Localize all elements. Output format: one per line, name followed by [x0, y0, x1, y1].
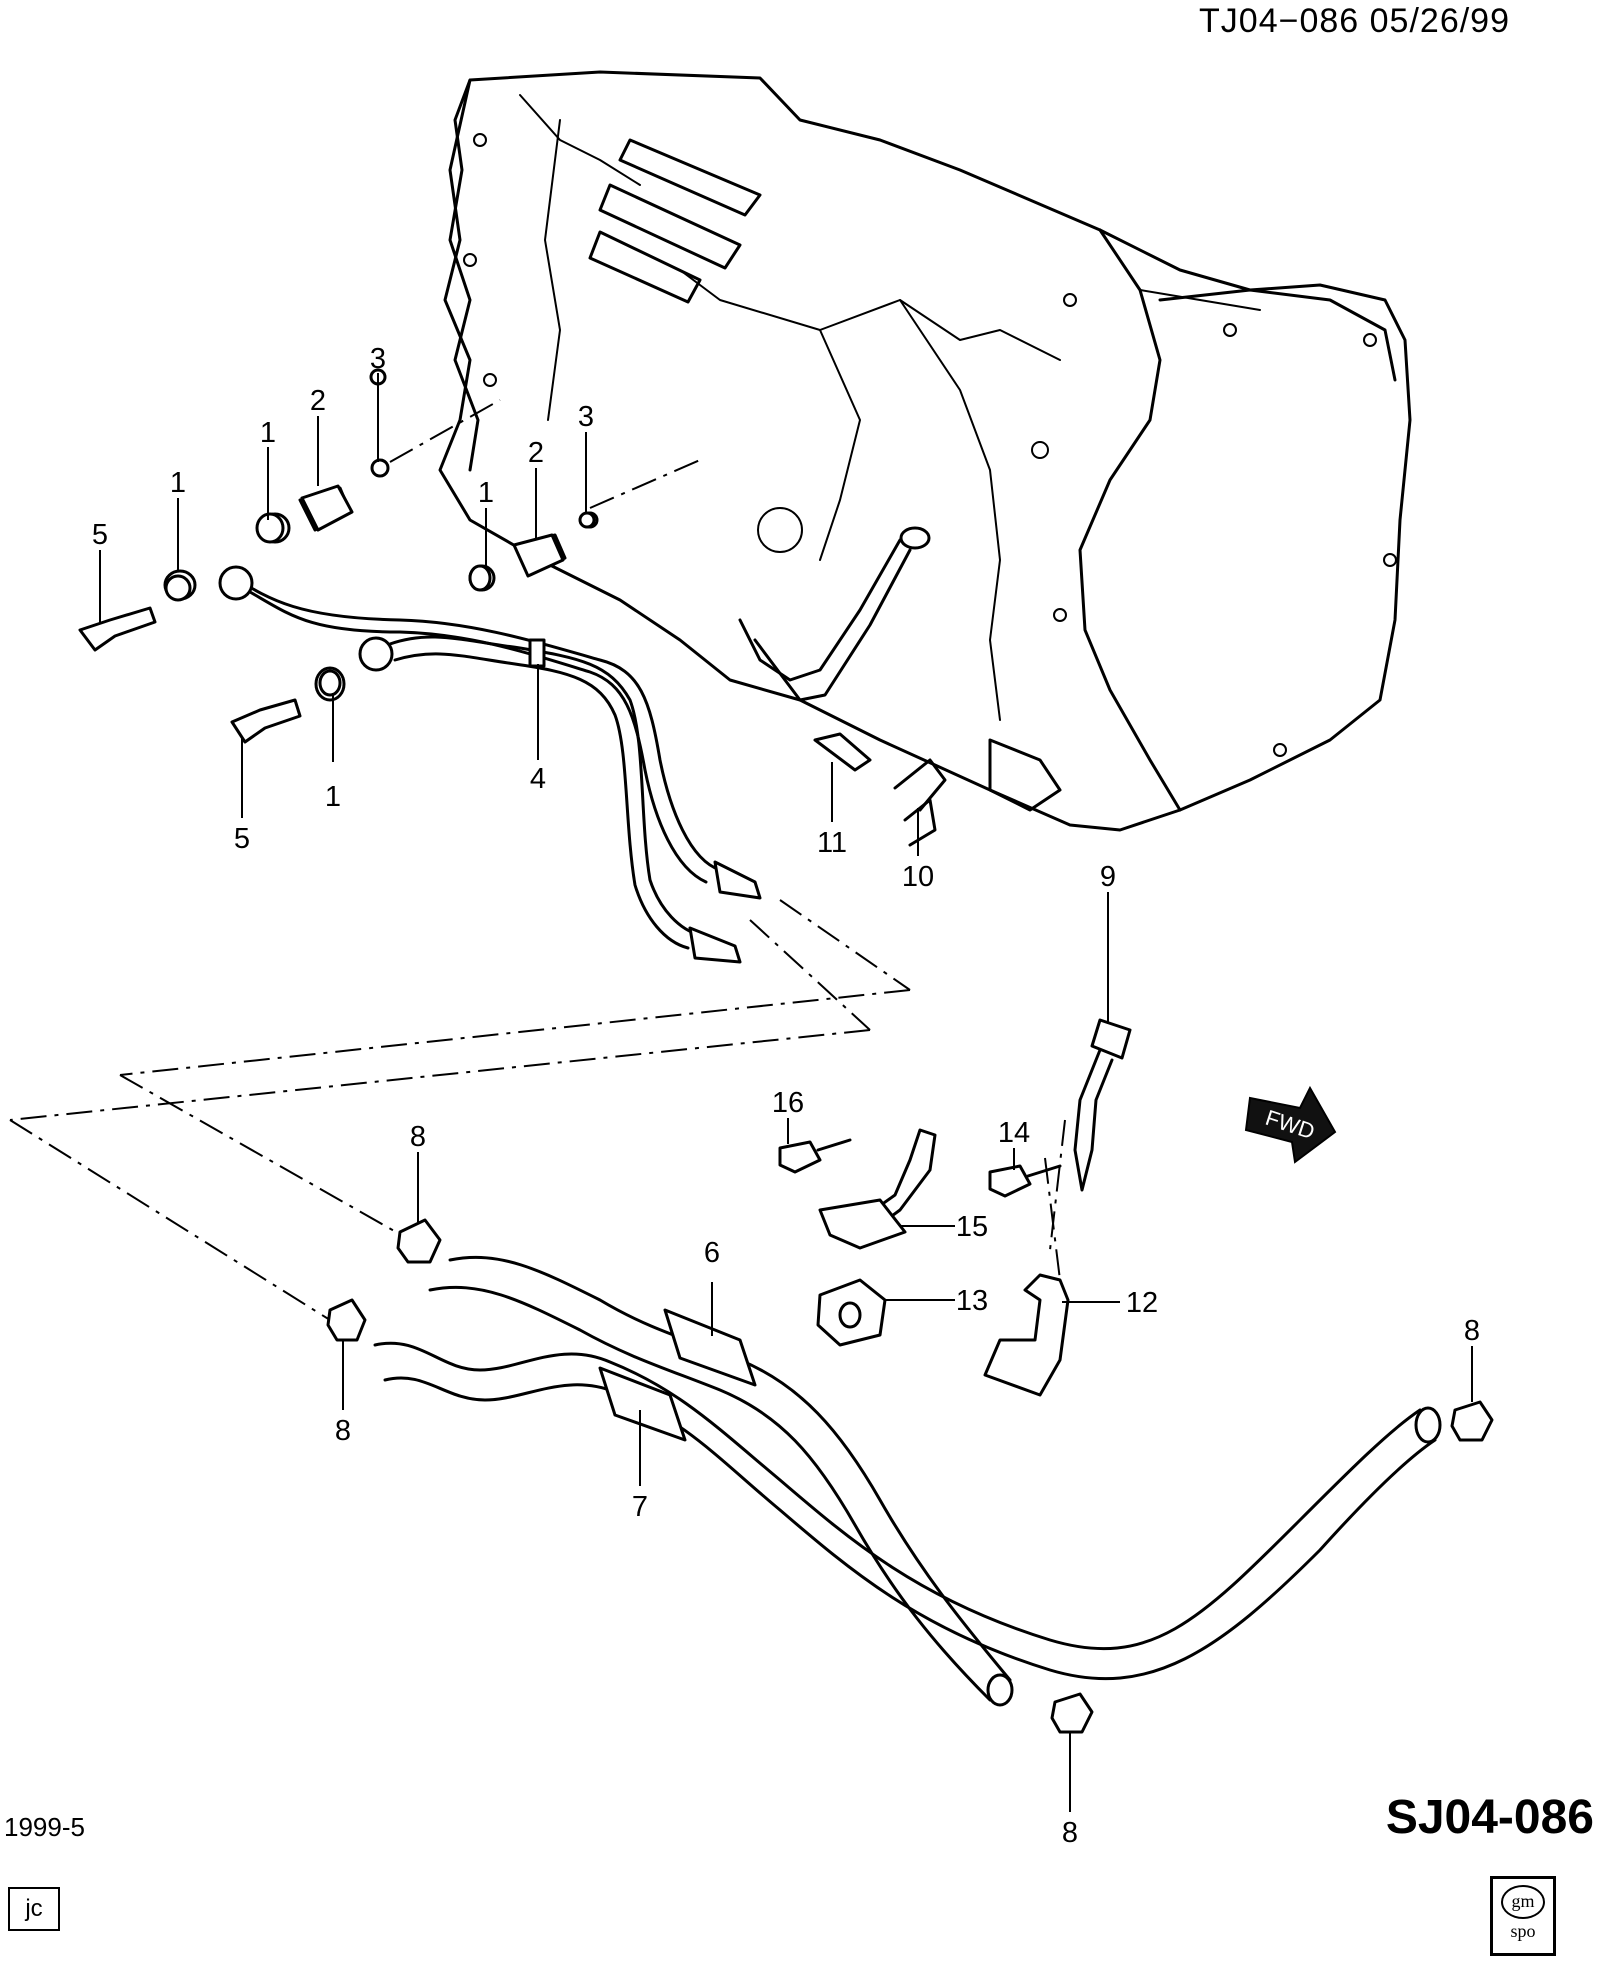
callout-2-upper: 2 [310, 385, 326, 417]
drawing-reference-code: TJ04−086 05/26/99 [1199, 2, 1510, 40]
callout-8-b: 8 [335, 1415, 351, 1447]
cooler-pipe-assembly [218, 565, 762, 964]
transmission-case [438, 70, 1412, 832]
callout-1-lower-a: 1 [478, 477, 494, 509]
author-initials-box: jc [8, 1887, 60, 1931]
callout-2-lower: 2 [528, 437, 544, 469]
copper-washers-and-bolts [164, 458, 596, 697]
callout-8-c: 8 [1464, 1315, 1480, 1347]
gm-spo-logo: gm spo [1490, 1876, 1556, 1956]
edition-date: 1999-5 [4, 1812, 85, 1842]
callout-3-lower: 3 [578, 401, 594, 433]
cooler-hose-inlet [373, 1341, 1442, 1681]
callout-1-upper-b: 1 [170, 467, 186, 499]
hose-strap [1073, 1018, 1132, 1192]
fwd-direction-arrow: FWD [1244, 1085, 1337, 1164]
callout-9: 9 [1100, 861, 1116, 893]
callout-16: 16 [772, 1087, 804, 1119]
bracket-lower [983, 1273, 1070, 1397]
hose-clamp-a [396, 1218, 442, 1264]
callout-7: 7 [632, 1491, 648, 1523]
callout-3-upper: 3 [370, 343, 386, 375]
hose-clamp-c [1450, 1400, 1494, 1442]
assembly-lines [9, 399, 1066, 1321]
illustration-code: SJ04-086 [1385, 1791, 1594, 1844]
callout-5-lower: 5 [234, 823, 250, 855]
callout-6: 6 [704, 1237, 720, 1269]
callout-1-lower-b: 1 [325, 781, 341, 813]
bolt-14 [988, 1164, 1062, 1198]
bracket-upper [818, 1128, 937, 1250]
callout-1-upper-a: 1 [260, 417, 276, 449]
callout-5-upper: 5 [92, 519, 108, 551]
cooler-hose-outlet [428, 1255, 1014, 1707]
callout-labels: 3 2 1 1 5 3 2 1 1 4 5 11 10 9 16 15 14 1… [92, 343, 1480, 1849]
callout-15: 15 [956, 1211, 988, 1243]
callout-14: 14 [998, 1117, 1030, 1149]
spo-logo-text: spo [1510, 1921, 1536, 1941]
leader-lines [99, 373, 1473, 1812]
gm-logo-mark: gm [1501, 1885, 1545, 1919]
callout-11: 11 [817, 827, 847, 859]
callout-12: 12 [1126, 1287, 1158, 1319]
callout-10: 10 [902, 861, 934, 893]
hose-clamp-d [1050, 1692, 1094, 1734]
callout-8-d: 8 [1062, 1817, 1078, 1849]
callout-8-a: 8 [410, 1121, 426, 1153]
hose-clamp-b [326, 1298, 367, 1342]
callout-13: 13 [956, 1285, 988, 1317]
hose-clip-13 [816, 1278, 887, 1347]
callout-4: 4 [530, 763, 546, 795]
bolt-16 [778, 1138, 852, 1174]
